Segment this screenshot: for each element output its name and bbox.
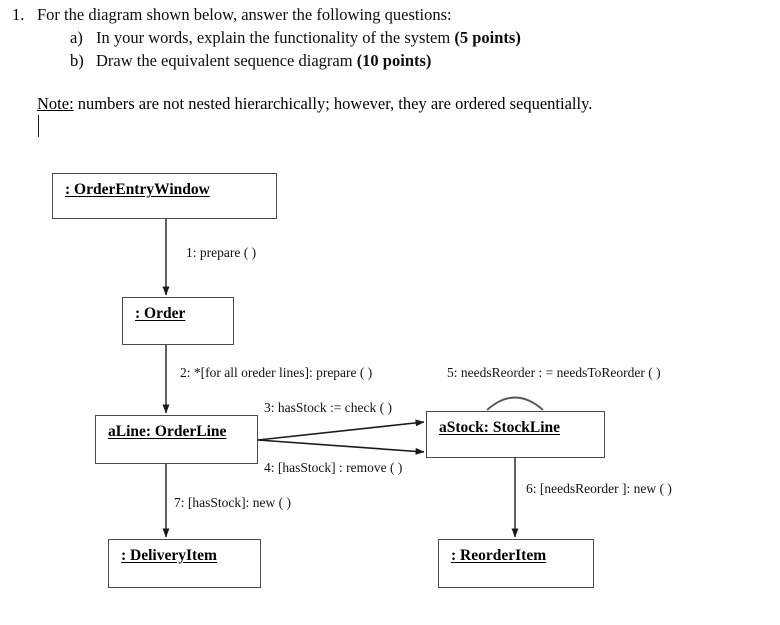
note: Note: numbers are not nested hierarchica…: [37, 94, 592, 114]
object-box-order[interactable]: : Order: [122, 297, 234, 345]
object-label-delivery-item: : DeliveryItem: [121, 547, 217, 564]
object-label-order-entry-window: : OrderEntryWindow: [65, 181, 210, 198]
question-part-b-label: b): [70, 51, 84, 70]
object-label-order-line: aLine: OrderLine: [108, 423, 227, 440]
object-label-stock-line: aStock: StockLine: [439, 419, 560, 436]
text-caret: [38, 115, 39, 137]
question-part-a: In your words, explain the functionality…: [96, 28, 521, 49]
object-box-reorder-item[interactable]: : ReorderItem: [438, 539, 594, 588]
question-part-b-points: (10 points): [356, 51, 432, 70]
object-label-reorder-item: : ReorderItem: [451, 547, 547, 564]
note-label: Note:: [37, 94, 74, 113]
note-text: numbers are not nested hierarchically; h…: [73, 94, 593, 113]
link-4-remove: [257, 439, 425, 455]
question-prompt: For the diagram shown below, answer the …: [37, 5, 452, 24]
message-label-5: 5: needsReorder : = needsToReorder ( ): [447, 365, 661, 380]
object-box-delivery-item[interactable]: : DeliveryItem: [108, 539, 261, 588]
message-label-6: 6: [needsReorder ]: new ( ): [526, 481, 672, 496]
object-label-order: : Order: [135, 305, 186, 322]
object-box-order-line[interactable]: aLine: OrderLine: [95, 415, 258, 464]
message-label-2: 2: *[for all oreder lines]: prepare ( ): [180, 365, 373, 380]
message-label-4: 4: [hasStock] : remove ( ): [264, 460, 403, 475]
message-label-7: 7: [hasStock]: new ( ): [174, 495, 291, 510]
object-box-stock-line[interactable]: aStock: StockLine: [426, 411, 605, 458]
link-5-self-call-arc: [486, 396, 544, 411]
question-part-a-label: a): [70, 28, 83, 47]
link-3-check: [257, 419, 425, 441]
question-part-b-text: Draw the equivalent sequence diagram: [96, 51, 357, 70]
question-part-b: Draw the equivalent sequence diagram (10…: [96, 51, 431, 72]
message-label-1: 1: prepare ( ): [186, 245, 257, 260]
question-part-a-text: In your words, explain the functionality…: [96, 28, 455, 47]
question-part-a-points: (5 points): [454, 28, 521, 47]
message-label-3: 3: hasStock := check ( ): [264, 400, 392, 415]
object-box-order-entry-window[interactable]: : OrderEntryWindow: [52, 173, 277, 219]
question-number: 1.: [12, 5, 25, 24]
